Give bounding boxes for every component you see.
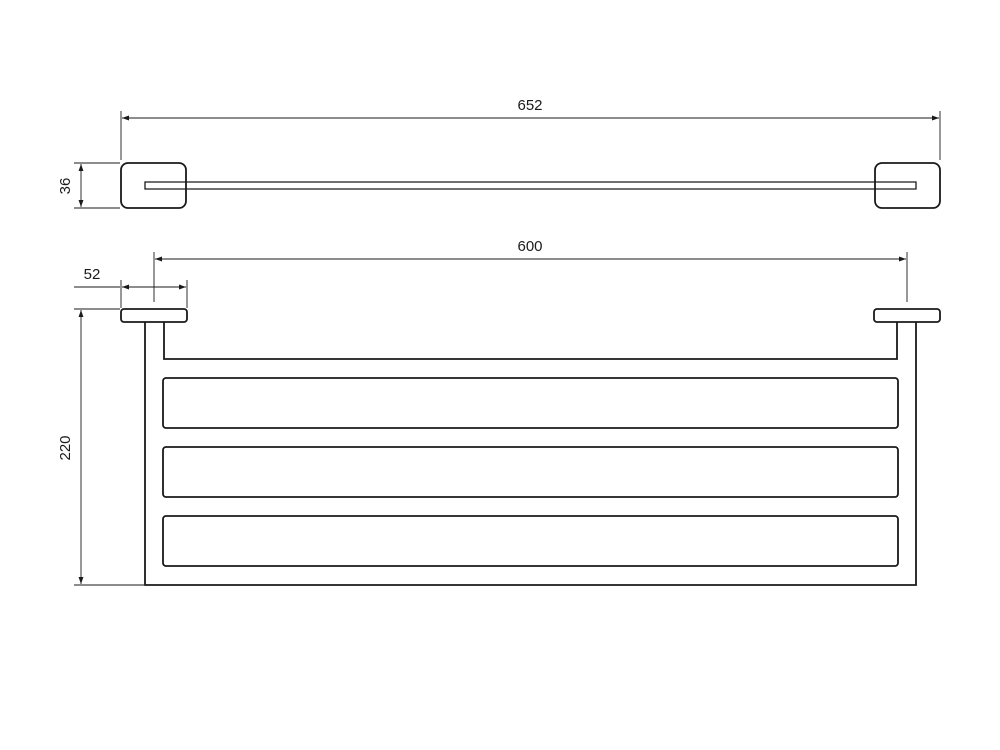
dimension-label-center-distance: 600 [517, 238, 542, 255]
dimension-label-overall-width: 652 [517, 97, 542, 114]
bar-2 [162, 446, 899, 498]
wall-flange-front-left [120, 308, 188, 323]
dimension-label-total-depth: 220 [57, 435, 74, 460]
bar-3 [162, 515, 899, 567]
dimension-label-flange-height: 36 [57, 178, 74, 195]
bar-top-view [144, 181, 917, 190]
wall-flange-left [120, 162, 187, 209]
bar-1 [162, 377, 899, 429]
wall-flange-right [874, 162, 941, 209]
rack-frame [144, 322, 917, 586]
front-view: 600 52 220 [57, 238, 941, 586]
dimension-label-flange-width: 52 [84, 266, 101, 283]
wall-flange-front-right [873, 308, 941, 323]
top-view: 652 36 [57, 97, 941, 209]
